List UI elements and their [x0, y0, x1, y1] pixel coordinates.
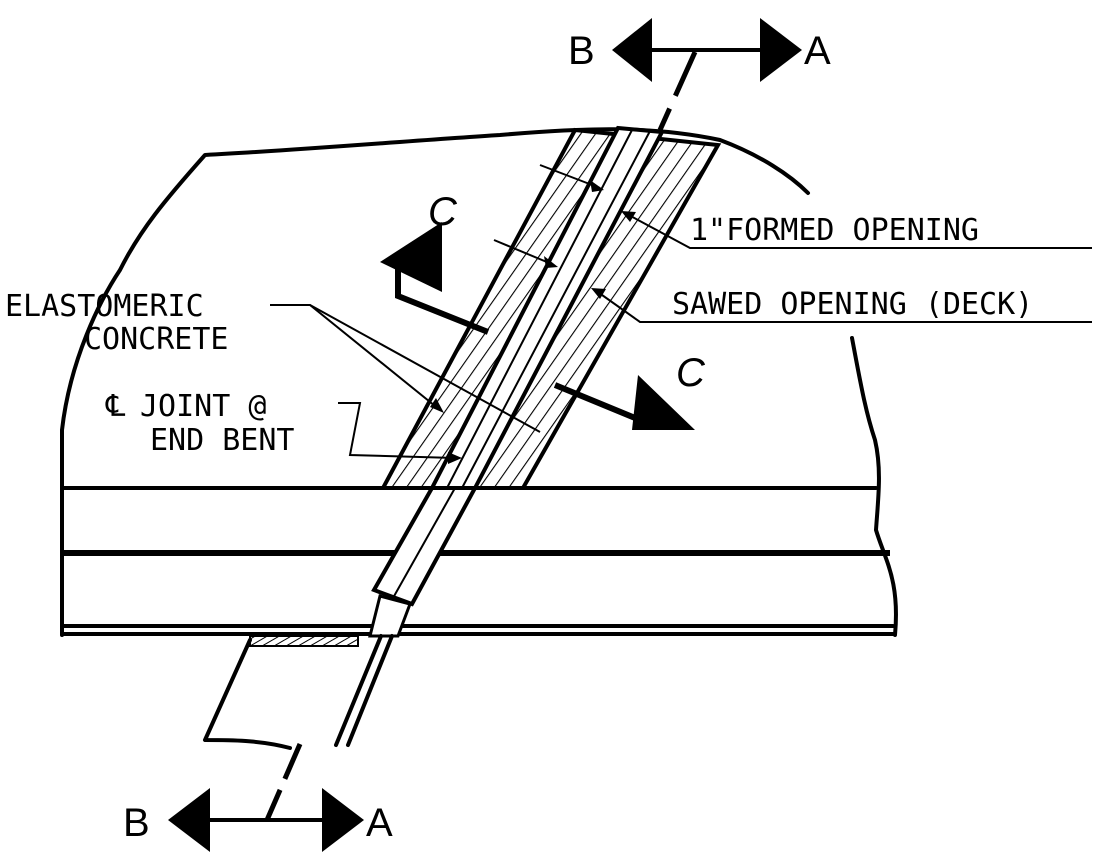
leader-formed-opening	[624, 212, 1092, 249]
leader-elastomeric-arrowhead-a	[430, 398, 444, 413]
cut-c-left-line	[395, 262, 490, 335]
joint-below-slab-a	[334, 634, 383, 747]
section-mark-top-right: A	[804, 29, 831, 73]
deck-outline	[60, 127, 810, 637]
leader-elastomeric-a	[270, 304, 441, 411]
joint-below-slab-b	[346, 634, 394, 747]
label-formed-opening: 1"FORMED OPENING	[690, 213, 979, 248]
leader-formed-arrowhead	[621, 211, 636, 222]
cut-c-right-label: C	[676, 351, 706, 395]
section-mark-bottom-right: A	[366, 801, 393, 845]
leader-sawed-opening	[594, 289, 1092, 323]
label-elastomeric-2: CONCRETE	[84, 322, 229, 357]
centerline-bottom	[264, 743, 303, 821]
arrow-top-left	[612, 18, 652, 82]
label-sawed-opening: SAWED OPENING (DECK)	[672, 287, 1033, 322]
section-mark-bottom-left: B	[123, 801, 150, 845]
joint-lower-narrow	[368, 594, 412, 638]
label-joint-symbol: ℄	[105, 389, 126, 424]
cut-c-left-label: C	[428, 190, 458, 234]
leader-joint-arrowhead	[448, 452, 462, 464]
leader-joint	[338, 402, 456, 459]
cut-c-left-arrow	[380, 222, 442, 292]
deck-outline-right	[850, 336, 898, 637]
cut-c-right-arrow	[632, 375, 695, 430]
label-elastomeric-1: ELASTOMERIC	[5, 289, 204, 324]
arrow-bottom-left	[168, 788, 210, 852]
leader-sawed-arrowhead	[591, 288, 606, 299]
dim-arrow-1	[539, 164, 601, 189]
sawed-line-right	[461, 130, 651, 489]
section-mark-top-left: B	[568, 29, 595, 73]
label-joint-line2: END BENT	[150, 423, 295, 458]
dim-arrowhead-2	[544, 256, 558, 268]
joint-inner-line	[392, 487, 456, 599]
dim-arrow-2	[493, 239, 555, 266]
centerline-top	[657, 50, 698, 132]
end-bent-hatch	[249, 635, 359, 647]
dim-arrowhead-1	[590, 180, 604, 192]
arrow-bottom-right	[322, 788, 364, 852]
joint-through-girder	[371, 486, 479, 607]
label-joint-line1: JOINT @	[140, 389, 266, 424]
end-bent-outline	[203, 638, 292, 750]
leader-elastomeric-b	[309, 304, 541, 433]
arrow-top-right	[760, 18, 802, 82]
